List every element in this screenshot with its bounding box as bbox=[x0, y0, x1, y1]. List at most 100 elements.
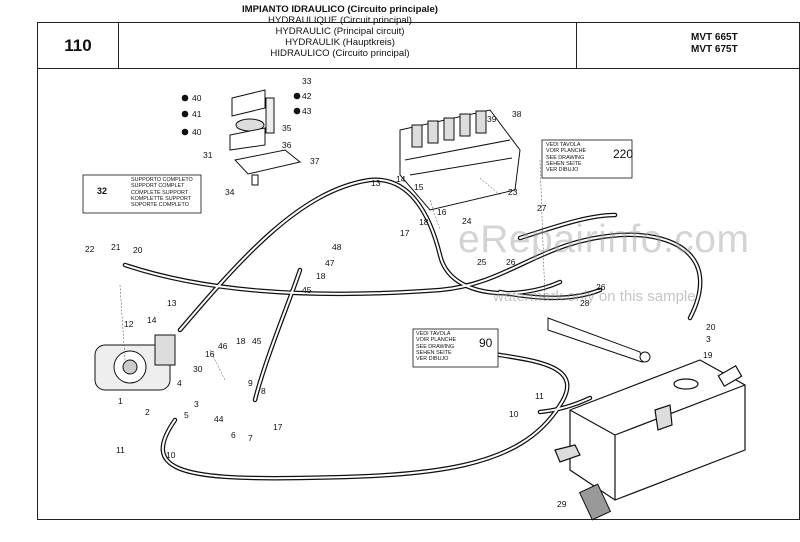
support-line-5: SOPORTE COMPLETO bbox=[131, 202, 189, 209]
part-25: 25 bbox=[477, 257, 487, 267]
watermark-notice: watermark only on this sample bbox=[493, 288, 696, 305]
part-39: 39 bbox=[487, 114, 497, 124]
part-38: 38 bbox=[512, 109, 522, 119]
part-33: 33 bbox=[302, 76, 312, 86]
tank-callout-box bbox=[412, 328, 499, 368]
part-37: 37 bbox=[310, 156, 320, 166]
support-callout-box bbox=[82, 174, 202, 214]
part-14a: 14 bbox=[396, 174, 406, 184]
part-35: 35 bbox=[282, 123, 292, 133]
part-8: 8 bbox=[261, 386, 266, 396]
title-fr: HYDRAULIQUE (Circuit principal) bbox=[268, 15, 412, 26]
valve-line-1: VEDI TAVOLA bbox=[546, 142, 581, 148]
part-23: 23 bbox=[508, 187, 518, 197]
part-45b: 45 bbox=[252, 336, 262, 346]
part-34: 34 bbox=[225, 187, 235, 197]
part-17b: 17 bbox=[273, 422, 283, 432]
part-20b: 20 bbox=[706, 322, 716, 332]
part-43: 43 bbox=[302, 106, 312, 116]
bullet-dots bbox=[87, 92, 301, 198]
valve-callout-box bbox=[541, 139, 633, 179]
part-41: 41 bbox=[192, 109, 202, 119]
part-2: 2 bbox=[145, 407, 150, 417]
part-11a: 11 bbox=[116, 445, 125, 455]
part-46: 46 bbox=[218, 341, 228, 351]
tank-ref-target[interactable]: 90 bbox=[479, 336, 493, 350]
tank-line-3: SEE DRAWING bbox=[416, 343, 455, 350]
part-31: 31 bbox=[203, 150, 213, 160]
part-42: 42 bbox=[302, 91, 312, 101]
watermark-domain: eRepairinfo.com bbox=[458, 218, 750, 261]
support-line-1: SUPPORTO COMPLETO bbox=[131, 177, 193, 183]
pipe-28 bbox=[547, 317, 651, 363]
part-7: 7 bbox=[248, 433, 253, 443]
model-675: MVT 675T bbox=[691, 44, 738, 55]
title-block bbox=[37, 22, 800, 69]
part-3: 3 bbox=[194, 399, 199, 409]
tank-line-2: VOIR PLANCHE bbox=[416, 337, 457, 344]
part-17a: 17 bbox=[400, 228, 410, 238]
valve-line-4: SEHEN SEITE bbox=[546, 160, 582, 167]
support-line-4: KOMPLETTE SUPPORT bbox=[131, 195, 192, 202]
control-valve bbox=[399, 109, 521, 211]
pump bbox=[94, 334, 176, 391]
part-18a: 18 bbox=[419, 217, 429, 227]
part-27: 27 bbox=[537, 203, 547, 213]
tank-callout-text: VEDI TAVOLA VOIR PLANCHE SEE DRAWING SEH… bbox=[416, 331, 456, 362]
part-40a: 40 bbox=[192, 93, 202, 103]
part-29: 29 bbox=[557, 499, 567, 509]
hydraulic-tank bbox=[554, 359, 746, 501]
valve-line-3: SEE DRAWING bbox=[546, 154, 585, 161]
leader-lines bbox=[119, 159, 546, 381]
hose-11-return bbox=[160, 347, 570, 481]
part-40b: 40 bbox=[192, 127, 202, 137]
part-1: 1 bbox=[118, 396, 123, 406]
part-30: 30 bbox=[193, 364, 203, 374]
part-26a: 26 bbox=[506, 257, 516, 267]
valve-ref-target[interactable]: 220 bbox=[613, 147, 634, 161]
part-19: 19 bbox=[703, 350, 713, 360]
tank-line-1: VEDI TAVOLA bbox=[416, 331, 451, 337]
part-20a: 20 bbox=[133, 245, 143, 255]
support-line-3: COMPLETE SUPPORT bbox=[131, 189, 189, 196]
part-22: 22 bbox=[85, 244, 95, 254]
part-15: 15 bbox=[414, 182, 424, 192]
tank-line-5: VER DIBUJO bbox=[416, 356, 449, 363]
part-16a: 16 bbox=[437, 207, 447, 217]
part-numbers: 33 42 40 41 43 40 35 36 37 31 34 39 38 1… bbox=[85, 76, 716, 509]
part-18c: 18 bbox=[236, 336, 246, 346]
valve-line-2: VOIR PLANCHE bbox=[546, 148, 587, 155]
part-44: 44 bbox=[214, 414, 224, 424]
support-number: 32 bbox=[97, 186, 108, 196]
page-number: 110 bbox=[38, 23, 119, 68]
part-47: 47 bbox=[325, 258, 335, 268]
part-10b: 10 bbox=[509, 409, 519, 419]
part-4: 4 bbox=[177, 378, 182, 388]
part-26b: 26 bbox=[596, 282, 606, 292]
part-13b: 13 bbox=[167, 298, 177, 308]
part-16b: 16 bbox=[205, 349, 215, 359]
model-list: MVT 665T MVT 675T bbox=[667, 32, 799, 56]
part-13a: 13 bbox=[371, 178, 381, 188]
title-es: HIDRAULICO (Circuito principal) bbox=[270, 48, 410, 59]
part-3b: 3 bbox=[706, 334, 711, 344]
part-28: 28 bbox=[580, 298, 590, 308]
support-bracket bbox=[229, 89, 302, 186]
part-5: 5 bbox=[184, 410, 189, 420]
title-it: IMPIANTO IDRAULICO (Circuito principale) bbox=[242, 4, 438, 15]
part-6: 6 bbox=[231, 430, 236, 440]
filter-29 bbox=[578, 483, 612, 521]
part-45a: 45 bbox=[302, 285, 312, 295]
valve-line-5: VER DIBUJO bbox=[546, 167, 579, 174]
tank-line-4: SEHEN SEITE bbox=[416, 349, 452, 356]
valve-callout-text: VEDI TAVOLA VOIR PLANCHE SEE DRAWING SEH… bbox=[546, 142, 586, 173]
part-18b: 18 bbox=[316, 271, 326, 281]
part-10a: 10 bbox=[166, 450, 176, 460]
support-callout-text: SUPPORTO COMPLETO SUPPORT COMPLET COMPLE… bbox=[131, 177, 193, 208]
part-14b: 14 bbox=[147, 315, 157, 325]
part-48: 48 bbox=[332, 242, 342, 252]
support-line-2: SUPPORT COMPLET bbox=[131, 183, 185, 190]
title-en: HYDRAULIC (Principal circuit) bbox=[275, 26, 405, 37]
part-12: 12 bbox=[124, 319, 134, 329]
